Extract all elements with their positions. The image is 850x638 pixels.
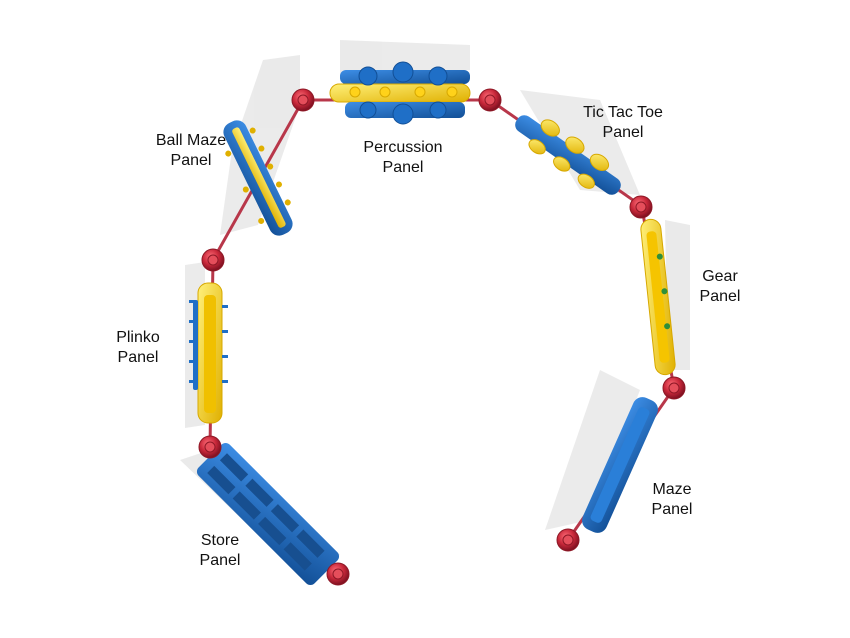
- gear-label-line1: Gear: [702, 268, 738, 285]
- posts: [198, 88, 686, 586]
- post-end-left: [326, 562, 350, 586]
- post-right-upper: [629, 195, 653, 219]
- post-top-left: [291, 88, 315, 112]
- maze-label-line2: Panel: [651, 501, 693, 518]
- store-label-line2: Panel: [199, 552, 241, 569]
- ball-maze-label-line2: Panel: [170, 152, 212, 169]
- gear-panel-label: Gear Panel: [690, 267, 750, 307]
- ball-maze-panel: [223, 120, 293, 236]
- post-right-lower: [662, 376, 686, 400]
- maze-panel: [582, 397, 658, 533]
- plinko-label-line1: Plinko: [116, 329, 160, 346]
- plinko-panel-label: Plinko Panel: [108, 328, 168, 368]
- post-left-lower: [198, 435, 222, 459]
- plinko-panel: [189, 282, 228, 424]
- tic-tac-toe-label-line1: Tic Tac Toe: [583, 104, 663, 121]
- maze-label-line1: Maze: [652, 481, 692, 498]
- tic-tac-toe-panel: [515, 115, 621, 195]
- post-left-upper: [201, 248, 225, 272]
- store-panel-label: Store Panel: [190, 531, 250, 571]
- store-panel: [196, 442, 340, 586]
- tic-tac-toe-label-line2: Panel: [602, 124, 644, 141]
- post-end-right: [556, 528, 580, 552]
- ball-maze-panel-label: Ball Maze Panel: [145, 131, 237, 171]
- ball-maze-shadow: [220, 55, 300, 235]
- gear-label-line2: Panel: [699, 288, 741, 305]
- maze-panel-label: Maze Panel: [642, 480, 702, 520]
- ball-maze-label-line1: Ball Maze: [155, 132, 227, 149]
- plinko-label-line2: Panel: [117, 349, 159, 366]
- percussion-label-line2: Panel: [382, 159, 424, 176]
- store-label-line1: Store: [200, 532, 240, 549]
- maze-shadow: [545, 370, 640, 530]
- percussion-shadow: [340, 40, 470, 75]
- percussion-label-line1: Percussion: [363, 139, 443, 156]
- tic-tac-toe-panel-label: Tic Tac Toe Panel: [571, 103, 675, 143]
- percussion-panel-label: Percussion Panel: [355, 138, 451, 178]
- post-top-right: [478, 88, 502, 112]
- percussion-panel: [329, 61, 471, 125]
- gear-panel: [640, 218, 676, 376]
